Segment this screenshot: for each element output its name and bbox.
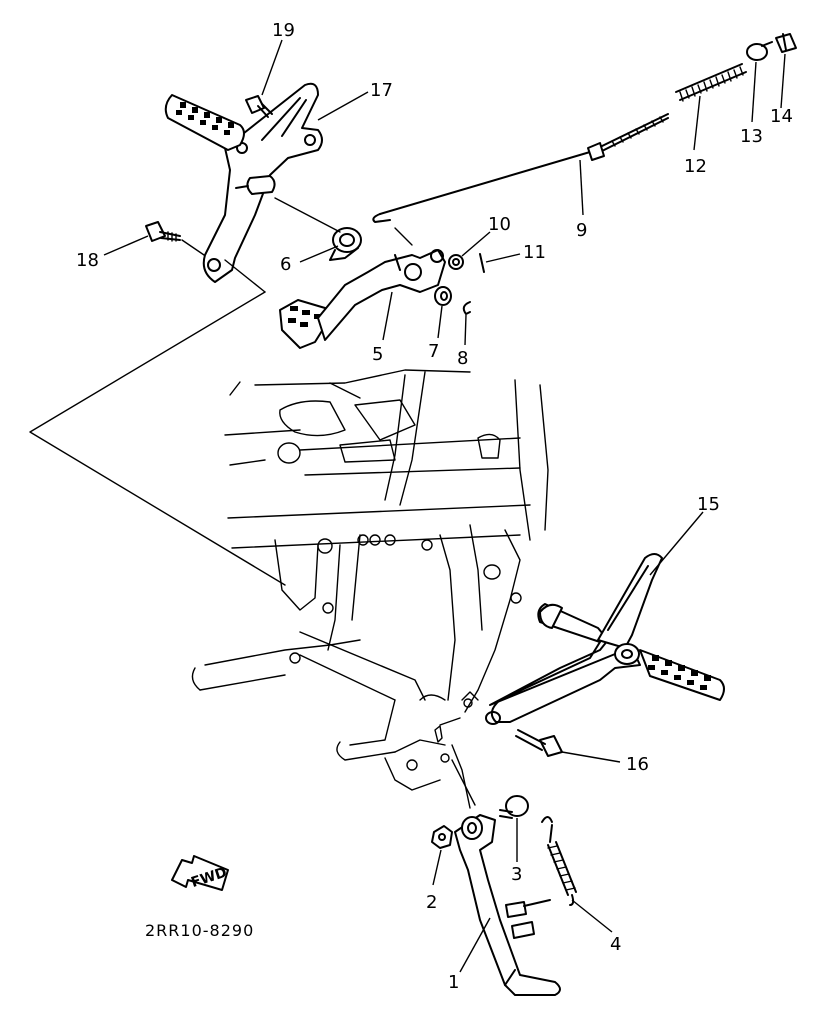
- collar-6: [329, 227, 362, 261]
- callout-11: 11: [523, 242, 546, 263]
- callout-15: 15: [697, 494, 720, 515]
- clip-8: [462, 301, 471, 315]
- callout-18: 18: [76, 250, 99, 271]
- callout-19: 19: [272, 20, 295, 41]
- callout-2: 2: [426, 892, 437, 913]
- front-footrest-15: [485, 553, 725, 725]
- callout-10: 10: [488, 214, 511, 235]
- callout-16: 16: [626, 754, 649, 775]
- fwd-arrow-icon: FWD: [171, 855, 229, 891]
- callout-13: 13: [740, 126, 763, 147]
- callout-9: 9: [576, 220, 587, 241]
- sidestand-pins: [505, 899, 551, 939]
- rear-footrest-bracket: [202, 82, 323, 283]
- assembly-reference-lines: [29, 197, 476, 809]
- washer-7: [434, 286, 452, 306]
- callout-4: 4: [610, 934, 621, 955]
- nut-2: [431, 825, 453, 849]
- brake-rod-9: [372, 113, 669, 223]
- sidestand-1: [454, 814, 561, 996]
- callout-7: 7: [428, 341, 439, 362]
- rear-footpeg-rubber: [164, 94, 245, 151]
- frame-section: [191, 369, 549, 791]
- joint-13: [746, 41, 773, 61]
- callout-8: 8: [457, 348, 468, 369]
- callout-12: 12: [684, 156, 707, 177]
- callout-6: 6: [280, 254, 291, 275]
- callout-3: 3: [511, 864, 522, 885]
- pivot-bolt-3: [499, 795, 529, 819]
- callout-17: 17: [370, 80, 393, 101]
- nut-10: [448, 254, 464, 270]
- part-code: 2RR10-8290: [145, 921, 254, 940]
- adjust-nut-14: [775, 33, 797, 53]
- brake-pedal-5: [279, 249, 446, 349]
- spring-12: [675, 63, 747, 102]
- bolt-18: [145, 221, 181, 242]
- leader-lines: [103, 39, 786, 973]
- callout-1: 1: [448, 972, 459, 993]
- bolt-19: [245, 95, 273, 118]
- callout-5: 5: [372, 344, 383, 365]
- callout-numbers: 19 17 18 6 5 7 8 10 11 9 12 13 14 15 16 …: [76, 20, 793, 993]
- cotter-pin-11: [479, 253, 485, 273]
- sidestand-spring-4: [541, 816, 577, 906]
- bolt-16: [515, 729, 563, 757]
- callout-14: 14: [770, 106, 793, 127]
